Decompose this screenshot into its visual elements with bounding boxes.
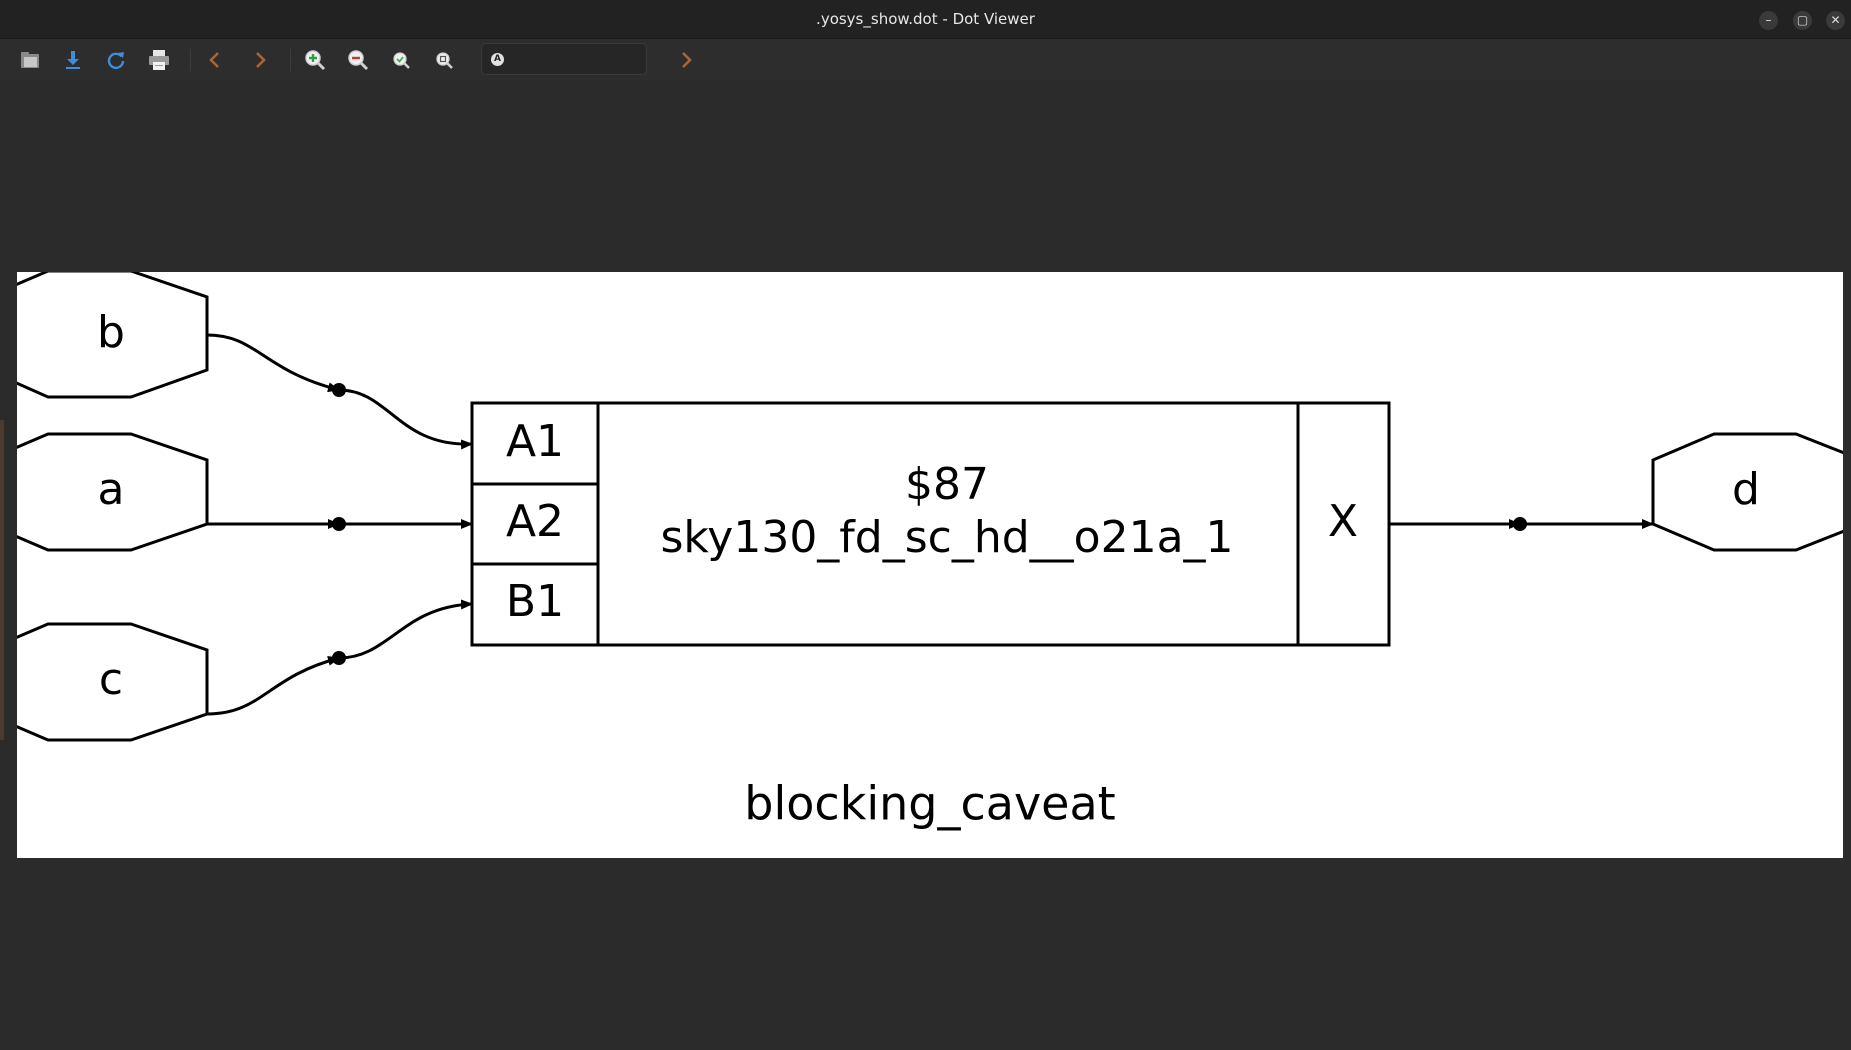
- reload-button[interactable]: [101, 45, 131, 75]
- graph-label: blocking_caveat: [744, 777, 1115, 831]
- cell-type: sky130_fd_sc_hd__o21a_1: [660, 512, 1233, 563]
- minimize-button[interactable]: –: [1759, 11, 1778, 30]
- output-node-label: d: [1732, 464, 1760, 515]
- edge-b: [206, 333, 340, 393]
- find-next-button[interactable]: [671, 45, 701, 75]
- zoom-fit-button[interactable]: [386, 45, 416, 75]
- zoom-100-button[interactable]: [429, 45, 459, 75]
- maximize-button[interactable]: ▢: [1793, 11, 1812, 30]
- zoom-out-button[interactable]: [343, 45, 373, 75]
- open-button[interactable]: [15, 45, 45, 75]
- port-x: X: [1328, 496, 1358, 547]
- cell-node[interactable]: A1 A2 B1 $87 sky130_fd_sc_hd__o21a_1 X: [470, 401, 1391, 647]
- output-node-d[interactable]: d: [1651, 432, 1843, 552]
- close-button[interactable]: ✕: [1826, 11, 1845, 30]
- search-icon: A: [491, 53, 504, 66]
- forward-icon: [256, 52, 266, 68]
- port-b1: B1: [506, 576, 564, 627]
- zoom-in-button[interactable]: [300, 45, 330, 75]
- edge-to-a1: [338, 388, 473, 450]
- find-next-icon: [682, 52, 692, 68]
- maximize-icon: ▢: [1796, 13, 1809, 27]
- edge-c: [206, 655, 340, 716]
- reload-icon: [107, 52, 125, 70]
- window-edge: [0, 420, 4, 740]
- save-button[interactable]: [58, 45, 88, 75]
- save-icon: [66, 51, 80, 69]
- open-icon: [21, 52, 39, 68]
- input-node-label: b: [97, 307, 125, 358]
- input-node-a[interactable]: a: [17, 432, 209, 552]
- input-node-c[interactable]: c: [17, 622, 209, 742]
- input-node-label: a: [98, 464, 125, 515]
- zoom-in-icon: [305, 50, 326, 71]
- input-node-label: c: [99, 654, 123, 705]
- zoom-fit-icon: [393, 52, 410, 69]
- graph-svg: b a c A1 A2: [17, 272, 1843, 831]
- minimize-icon: –: [1765, 13, 1772, 27]
- port-a1: A1: [506, 416, 564, 467]
- search-field[interactable]: A: [481, 43, 647, 75]
- toolbar-separator: [190, 49, 191, 71]
- search-input[interactable]: [510, 48, 644, 72]
- cell-id: $87: [905, 459, 989, 510]
- zoom-out-icon: [348, 50, 369, 71]
- window-title: .yosys_show.dot - Dot Viewer: [816, 10, 1035, 28]
- print-icon: [149, 50, 169, 70]
- close-icon: ✕: [1830, 13, 1841, 27]
- zoom-100-icon: [436, 52, 453, 69]
- toolbar: [0, 39, 1851, 81]
- graph-canvas[interactable]: b a c A1 A2: [17, 272, 1843, 858]
- edge-to-b1: [338, 599, 473, 660]
- back-button[interactable]: [200, 45, 230, 75]
- input-node-b[interactable]: b: [17, 272, 209, 399]
- print-button[interactable]: [144, 45, 174, 75]
- port-a2: A2: [506, 496, 564, 547]
- forward-button[interactable]: [245, 45, 275, 75]
- title-bar: .yosys_show.dot - Dot Viewer – ▢ ✕: [0, 0, 1851, 39]
- back-icon: [209, 52, 219, 68]
- toolbar-separator: [290, 49, 291, 71]
